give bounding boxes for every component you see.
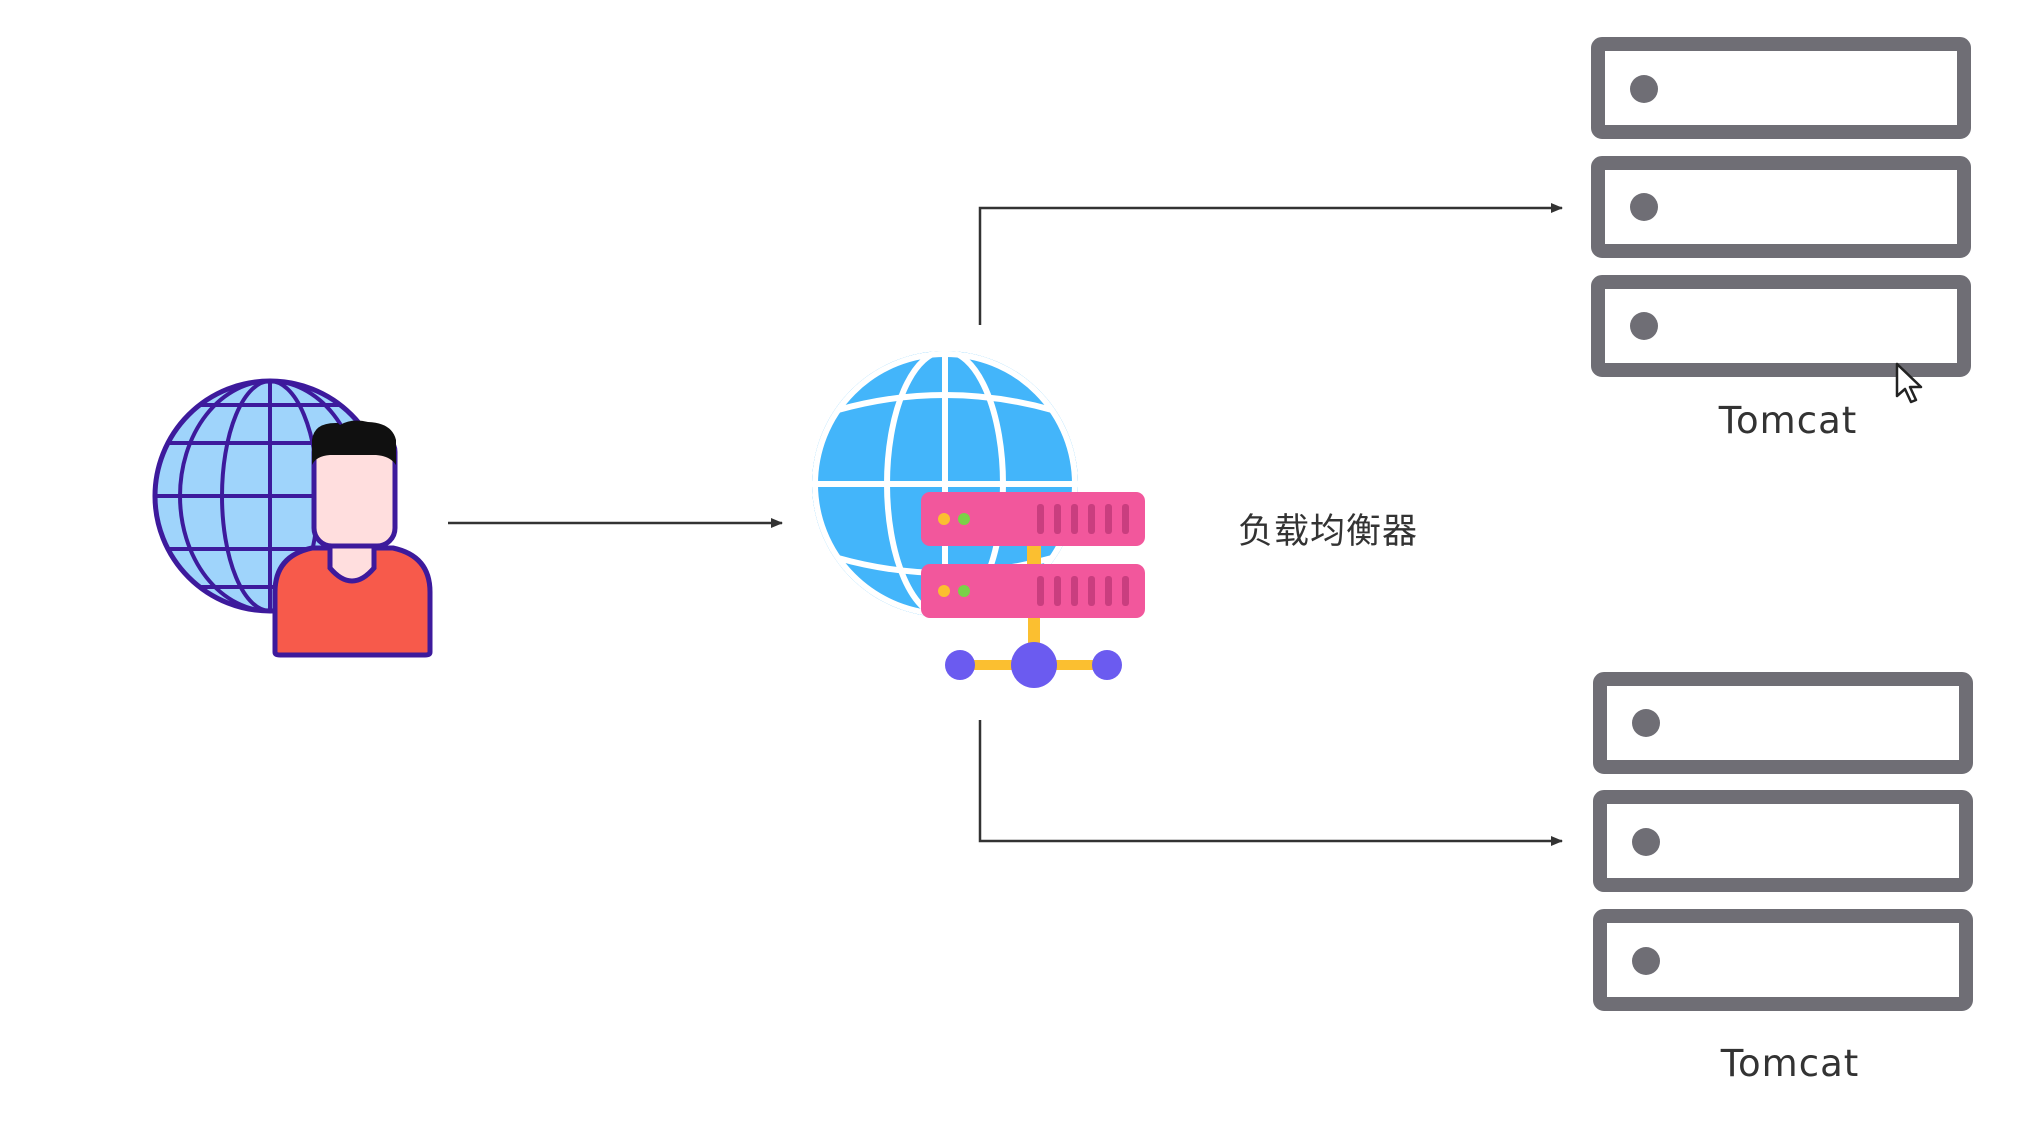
- mouse-pointer-icon: [1895, 362, 1923, 404]
- server-rack-2-icon: [1593, 672, 1973, 1011]
- server-unit: [1591, 156, 1971, 258]
- load-balancer-label: 负载均衡器: [1237, 512, 1419, 552]
- server-unit: [1593, 790, 1973, 892]
- server-unit: [1591, 37, 1971, 139]
- lb-rack: [921, 492, 1145, 688]
- arrow-lb-to-server-2: [978, 720, 1563, 846]
- load-balancer-network-server-globe-icon: [812, 351, 1145, 688]
- server-rack-1-icon: [1591, 37, 1971, 377]
- arrow-lb-to-server-1: [978, 203, 1563, 325]
- client-person: [272, 420, 433, 658]
- server-2-label: Tomcat: [1720, 1042, 1860, 1085]
- server-unit: [1593, 909, 1973, 1011]
- server-unit: [1591, 275, 1971, 377]
- server-unit: [1593, 672, 1973, 774]
- client-user-globe-icon: [152, 378, 433, 658]
- connection-arrows: [448, 203, 1563, 846]
- server-1-label: Tomcat: [1718, 399, 1858, 442]
